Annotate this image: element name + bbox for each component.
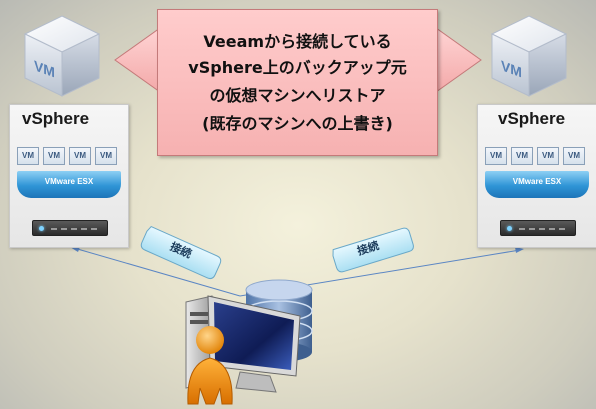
vm-chip: VM [537,147,559,165]
vm-chip-row: VM VM VM VM [485,147,585,165]
title-line: (既存のマシンへの上書き) [202,114,393,133]
connector-arrowhead-right [515,247,524,253]
vm-cube-icon-left: VM [23,15,101,97]
vm-chip: VM [43,147,65,165]
title-line: の仮想マシンへリストア [209,86,386,105]
vm-chip: VM [511,147,533,165]
server-hardware-icon [32,220,108,236]
vm-cube-icon-right: VM [490,15,568,97]
vm-chip: VM [485,147,507,165]
title-box: Veeamから接続している vSphere上のバックアップ元 の仮想マシンへリス… [157,9,438,156]
user-icon [187,326,233,405]
connect-pill-left [140,225,222,280]
esx-bar: VMware ESX [17,171,121,198]
vm-chip: VM [17,147,39,165]
connect-pill-right [332,227,414,273]
connector-arrowhead-left [70,247,80,252]
vm-cube-label: VM [501,58,522,81]
title-line: Veeamから接続している [203,32,392,51]
esx-bar: VMware ESX [485,171,589,198]
vm-chip: VM [95,147,117,165]
vm-chip-row: VM VM VM VM [17,147,117,165]
vm-chip: VM [563,147,585,165]
monitor-icon [207,295,301,393]
host-title: vSphere [22,109,90,128]
vsphere-host-left: vSphere VM VM VM VM VMware ESX [9,104,129,248]
vm-cube-label: VM [34,58,55,81]
connector-line-left [73,247,241,297]
host-title: vSphere [498,109,566,128]
title-line: vSphere上のバックアップ元 [188,58,407,77]
vm-chip: VM [69,147,91,165]
vsphere-host-right: vSphere VM VM VM VM VMware ESX [477,104,596,248]
server-hardware-icon [500,220,576,236]
